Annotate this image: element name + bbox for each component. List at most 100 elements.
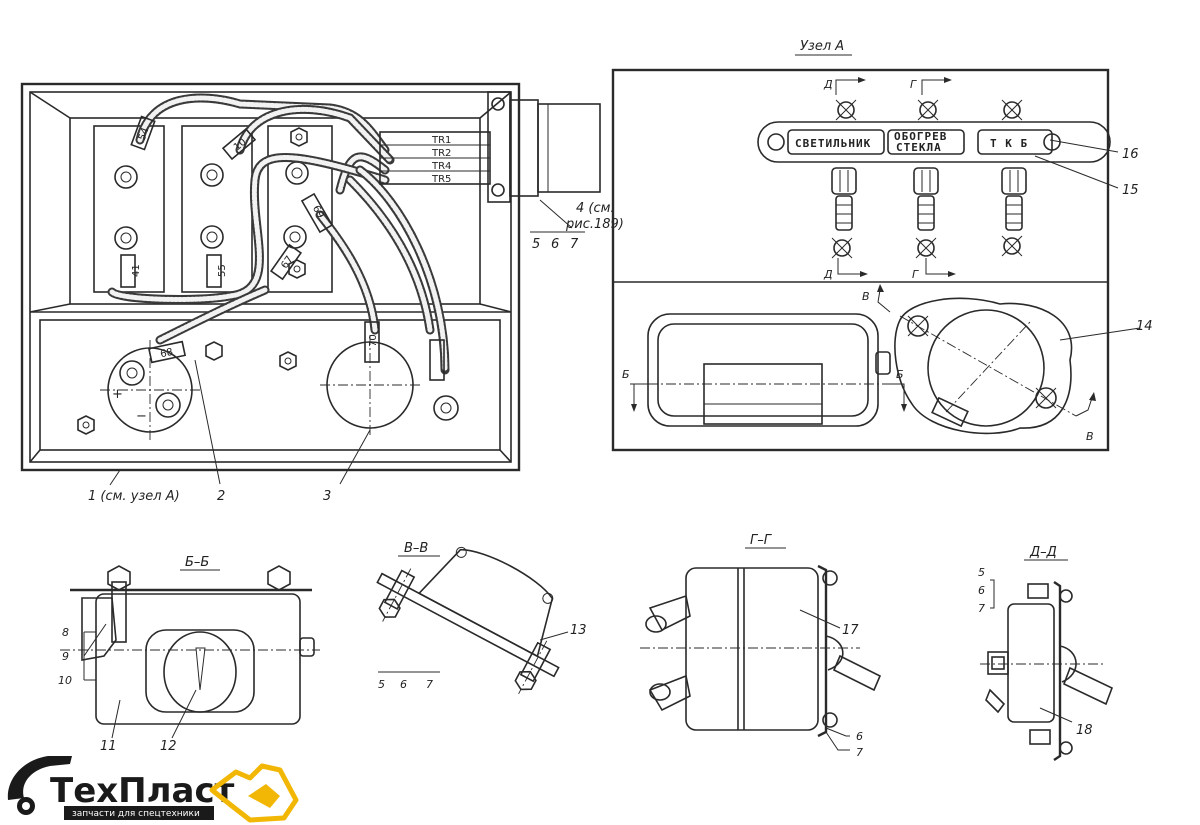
- wire-sleeve: [429, 339, 445, 381]
- mount-hole: [1001, 99, 1023, 121]
- section-dd-view: [980, 579, 1114, 761]
- callout-9: 9: [62, 650, 69, 663]
- wire-tag-10: 10: [221, 127, 257, 161]
- callout-2: 2: [217, 489, 225, 504]
- svg-text:41: 41: [131, 264, 142, 277]
- svg-text:Г: Г: [910, 78, 917, 91]
- section-arrow-d-top: Д: [823, 77, 866, 95]
- hex-nut: [279, 351, 297, 371]
- callout-7: 7: [570, 237, 579, 252]
- callout-12: 12: [160, 739, 177, 754]
- svg-text:54: 54: [137, 126, 152, 142]
- svg-text:В: В: [862, 290, 870, 303]
- callout-vv-7: 7: [426, 678, 433, 691]
- wire-tag-tr4: TR4: [431, 161, 451, 172]
- unit-a-panel: СВЕТИЛЬНИК ОБОГРЕВ СТЕКЛА Т К Б: [611, 68, 1141, 452]
- callout-dd-5: 5: [978, 566, 985, 579]
- unit-a-title: Узел А: [800, 39, 844, 54]
- hex-nut: [288, 259, 306, 279]
- plate-heat-2: СТЕКЛА: [896, 141, 942, 154]
- callout-6: 6: [551, 237, 559, 252]
- callout-3: 3: [323, 489, 331, 504]
- toggle-switch-tkb: [1001, 167, 1027, 231]
- callout-17: 17: [842, 623, 859, 638]
- plate-lamp: СВЕТИЛЬНИК: [795, 137, 871, 150]
- callout-vv-6: 6: [400, 678, 407, 691]
- callout-16: 16: [1122, 147, 1139, 162]
- polarity-plus: +: [112, 387, 123, 402]
- callout-gg-7: 7: [856, 746, 863, 759]
- hex-nut: [290, 127, 308, 147]
- section-arrow-d-bottom: Д: [823, 258, 868, 281]
- grommet-3: [320, 335, 420, 435]
- cable-lug: [433, 395, 459, 421]
- callout-dd-6: 6: [978, 584, 985, 597]
- section-arrow-v-bottom: В: [1075, 392, 1096, 443]
- svg-text:Д: Д: [823, 78, 833, 91]
- socket-2: + −: [100, 340, 223, 440]
- section-bb-view: [60, 565, 320, 739]
- section-arrow-g-top: Г: [910, 77, 952, 95]
- callout-4b: рис.189): [565, 217, 624, 232]
- callout-dd-7: 7: [978, 602, 985, 615]
- callout-5: 5: [532, 237, 540, 252]
- wire-tag-tr2: TR2: [431, 148, 451, 159]
- section-vv-view: [376, 546, 560, 695]
- mount-hole: [1001, 235, 1023, 257]
- mount-hole: [917, 99, 939, 121]
- plate-heat-1: ОБОГРЕВ: [894, 130, 947, 143]
- wire-tag-54: 54: [130, 115, 156, 151]
- terminal-screw: [200, 163, 224, 187]
- plate-tkb: Т К Б: [990, 137, 1028, 150]
- callout-10: 10: [58, 674, 72, 687]
- mount-hole: [835, 99, 857, 121]
- logo-slogan: запчасти для спецтехники: [72, 809, 200, 819]
- mount-hole: [915, 237, 937, 259]
- section-title-bb: Б–Б: [185, 555, 209, 570]
- techplast-logo: ТехПласт запчасти для спецтехники: [7, 756, 299, 823]
- main-box-view: TR1 TR2 TR4 TR5 54 10 41 55 67 69 68 70: [20, 82, 601, 486]
- callout-4a: 4 (см.: [576, 201, 615, 216]
- wire-tag-tr1: TR1: [431, 135, 451, 146]
- svg-text:Б: Б: [896, 368, 904, 381]
- wire-tag-tr5: TR5: [431, 174, 451, 185]
- terminal-screw: [114, 226, 138, 250]
- wire-tag-41: 41: [120, 254, 142, 288]
- mount-hole: [831, 237, 853, 259]
- cable-bundle-tr: TR1 TR2 TR4 TR5: [379, 131, 491, 185]
- svg-text:Б: Б: [622, 368, 630, 381]
- hex-nut: [77, 415, 95, 435]
- callout-13: 13: [570, 623, 587, 638]
- wire-tag-55: 55: [206, 254, 228, 288]
- callout-8: 8: [62, 626, 69, 639]
- motor-flange: [894, 297, 1077, 435]
- polarity-minus: −: [136, 409, 147, 424]
- callout-1: 1 (см. узел А): [88, 489, 180, 504]
- callout-gg-6: 6: [856, 730, 863, 743]
- toggle-switch-lamp: [831, 167, 857, 231]
- terminal-screw: [283, 225, 307, 249]
- svg-text:55: 55: [217, 264, 228, 277]
- wire-tag-67: 67: [269, 243, 303, 281]
- section-gg-view: [640, 564, 882, 751]
- logo-brand: ТехПласт: [50, 771, 235, 811]
- lamp-housing: [630, 313, 900, 427]
- svg-text:В: В: [1086, 430, 1094, 443]
- section-title-vv: В–В: [404, 541, 428, 556]
- cable-harness: [107, 93, 450, 375]
- terminal-screw: [285, 161, 309, 185]
- svg-text:Г: Г: [912, 268, 919, 281]
- section-title-gg: Г–Г: [750, 533, 773, 548]
- terminal-screw: [114, 165, 138, 189]
- connector-4: [487, 91, 601, 229]
- svg-text:70: 70: [368, 334, 379, 347]
- callout-vv-5: 5: [378, 678, 385, 691]
- terminal-screw: [200, 225, 224, 249]
- section-arrow-v-top: В: [862, 284, 891, 313]
- callout-18: 18: [1076, 723, 1093, 738]
- section-arrow-b-left: Б: [622, 368, 648, 412]
- section-arrow-g-bottom: Г: [912, 258, 956, 281]
- section-title-dd: Д–Д: [1029, 545, 1057, 560]
- callout-11: 11: [100, 739, 117, 754]
